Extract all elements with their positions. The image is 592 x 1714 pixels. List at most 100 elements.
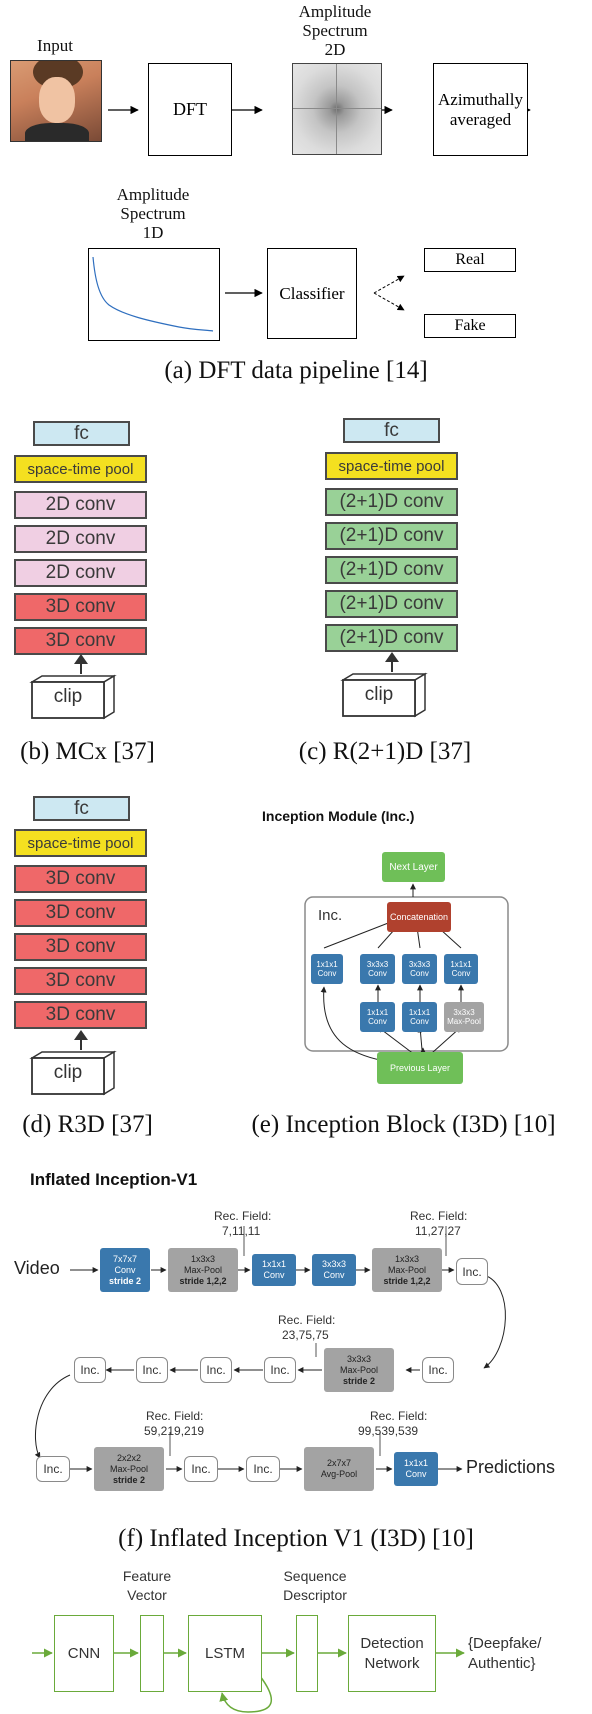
inc-block: Inc. bbox=[136, 1357, 168, 1383]
rec-field-label: Rec. Field: bbox=[410, 1209, 468, 1223]
cnn-box: CNN bbox=[54, 1615, 114, 1692]
video-label: Video bbox=[14, 1258, 60, 1278]
caption-a: (a) DFT data pipeline [14] bbox=[164, 357, 428, 384]
input-label: Input bbox=[37, 36, 73, 55]
classifier-label: Classifier bbox=[279, 283, 345, 303]
conv-layer: (2+1)D conv bbox=[325, 488, 458, 516]
conv-layer: (2+1)D conv bbox=[325, 590, 458, 618]
sequence-descriptor-label: Sequence Descriptor bbox=[283, 1568, 347, 1603]
inception-conv-node: 1x1x1 Conv bbox=[444, 954, 478, 984]
sequence-descriptor-bar bbox=[296, 1615, 318, 1692]
inc-block: Inc. bbox=[422, 1357, 454, 1383]
caption-f: (f) Inflated Inception V1 (I3D) [10] bbox=[118, 1525, 474, 1552]
dft-label: DFT bbox=[172, 99, 207, 119]
conv-3x3x3-node: 3x3x3 Conv bbox=[312, 1254, 356, 1286]
inception-conv-node: 1x1x1 Conv bbox=[311, 954, 343, 984]
inc-block: Inc. bbox=[246, 1456, 280, 1482]
space-time-pool-layer: space-time pool bbox=[14, 829, 147, 857]
conv-layer: (2+1)D conv bbox=[325, 556, 458, 584]
conv-layer: 3D conv bbox=[14, 967, 147, 995]
amp2d-label: Amplitude Spectrum 2D bbox=[298, 2, 372, 59]
conv-layer: 2D conv bbox=[14, 525, 147, 553]
feature-vector-bar bbox=[140, 1615, 164, 1692]
caption-e: (e) Inception Block (I3D) [10] bbox=[251, 1111, 556, 1138]
real-box: Real bbox=[424, 248, 516, 272]
next-layer-node: Next Layer bbox=[382, 852, 445, 882]
predictions-label: Predictions bbox=[466, 1457, 556, 1477]
inc-label: Inc. bbox=[318, 907, 343, 924]
rec-field-label: Rec. Field: bbox=[146, 1409, 204, 1423]
caption-c: (c) R(2+1)D [37] bbox=[298, 738, 472, 765]
clip-graphic bbox=[29, 654, 117, 720]
amplitude-spectrum-2d-image bbox=[292, 63, 382, 155]
final-conv-node: 1x1x1 Conv bbox=[394, 1452, 438, 1486]
fc-layer: fc bbox=[33, 421, 130, 446]
inception-conv-node: 1x1x1 Conv bbox=[402, 1002, 437, 1032]
classifier-box: Classifier bbox=[267, 248, 357, 339]
space-time-pool-layer: space-time pool bbox=[14, 455, 147, 483]
conv-layer: 2D conv bbox=[14, 559, 147, 587]
conv-layer: 3D conv bbox=[14, 933, 147, 961]
rec-field-label: Rec. Field: bbox=[278, 1313, 336, 1327]
inc-block: Inc. bbox=[74, 1357, 106, 1383]
inc-block: Inc. bbox=[36, 1456, 70, 1482]
conv-layer: 3D conv bbox=[14, 899, 147, 927]
clip-label: clip bbox=[53, 686, 83, 707]
feature-vector-label: Feature Vector bbox=[122, 1568, 172, 1603]
conv-layer: (2+1)D conv bbox=[325, 522, 458, 550]
conv-layer: (2+1)D conv bbox=[325, 624, 458, 652]
detection-network-box: Detection Network bbox=[348, 1615, 436, 1692]
amplitude-spectrum-1d-plot bbox=[88, 248, 220, 341]
inception-maxpool-node: 3x3x3 Max-Pool bbox=[444, 1002, 484, 1032]
azimuth-label: Azimuthally averaged bbox=[438, 89, 523, 129]
caption-b: (b) MCx [37] bbox=[20, 738, 155, 765]
rec-field-label: Rec. Field: bbox=[370, 1409, 428, 1423]
inc-block: Inc. bbox=[456, 1258, 488, 1285]
conv-1x1x1-node: 1x1x1 Conv bbox=[252, 1254, 296, 1286]
caption-d: (d) R3D [37] bbox=[22, 1111, 153, 1138]
conv-layer: 3D conv bbox=[14, 627, 147, 655]
conv-layer: 3D conv bbox=[14, 593, 147, 621]
rec-field-value: 7,11,11 bbox=[222, 1224, 261, 1238]
inception-title: Inception Module (Inc.) bbox=[262, 808, 415, 824]
avgpool-node: 2x7x7 Avg-Pool bbox=[304, 1447, 374, 1491]
conv-layer: 2D conv bbox=[14, 491, 147, 519]
fake-box: Fake bbox=[424, 314, 516, 338]
clip-graphic bbox=[29, 1030, 117, 1096]
output-label: {Deepfake/ Authentic} bbox=[468, 1635, 542, 1672]
inception-conv-node: 1x1x1 Conv bbox=[360, 1002, 395, 1032]
inc-block: Inc. bbox=[200, 1357, 232, 1383]
conv-layer: 3D conv bbox=[14, 865, 147, 893]
clip-graphic bbox=[340, 652, 428, 718]
fc-layer: fc bbox=[343, 418, 440, 443]
rec-field-value: 11,27,27 bbox=[415, 1224, 461, 1238]
dft-box: DFT bbox=[148, 63, 232, 156]
previous-layer-node: Previous Layer bbox=[377, 1052, 463, 1084]
clip-label: clip bbox=[53, 1062, 83, 1083]
spectrum-1d-curve bbox=[92, 256, 214, 332]
amp1d-label: Amplitude Spectrum 1D bbox=[116, 185, 190, 242]
inception-conv-node: 3x3x3 Conv bbox=[402, 954, 437, 984]
inflated-inception-title: Inflated Inception-V1 bbox=[30, 1170, 198, 1189]
face-photo bbox=[10, 60, 102, 142]
rec-field-label: Rec. Field: bbox=[214, 1209, 272, 1223]
real-label: Real bbox=[455, 251, 485, 268]
lstm-box: LSTM bbox=[188, 1615, 262, 1692]
inc-block: Inc. bbox=[184, 1456, 218, 1482]
fc-layer: fc bbox=[33, 796, 130, 821]
conv-layer: 3D conv bbox=[14, 1001, 147, 1029]
rec-field-value: 99,539,539 bbox=[358, 1424, 419, 1438]
rec-field-value: 23,75,75 bbox=[282, 1328, 329, 1342]
clip-label: clip bbox=[364, 684, 394, 705]
rec-field-value: 59,219,219 bbox=[144, 1424, 205, 1438]
fake-label: Fake bbox=[454, 317, 486, 334]
space-time-pool-layer: space-time pool bbox=[325, 452, 458, 480]
azimuth-box: Azimuthally averaged bbox=[433, 63, 528, 156]
